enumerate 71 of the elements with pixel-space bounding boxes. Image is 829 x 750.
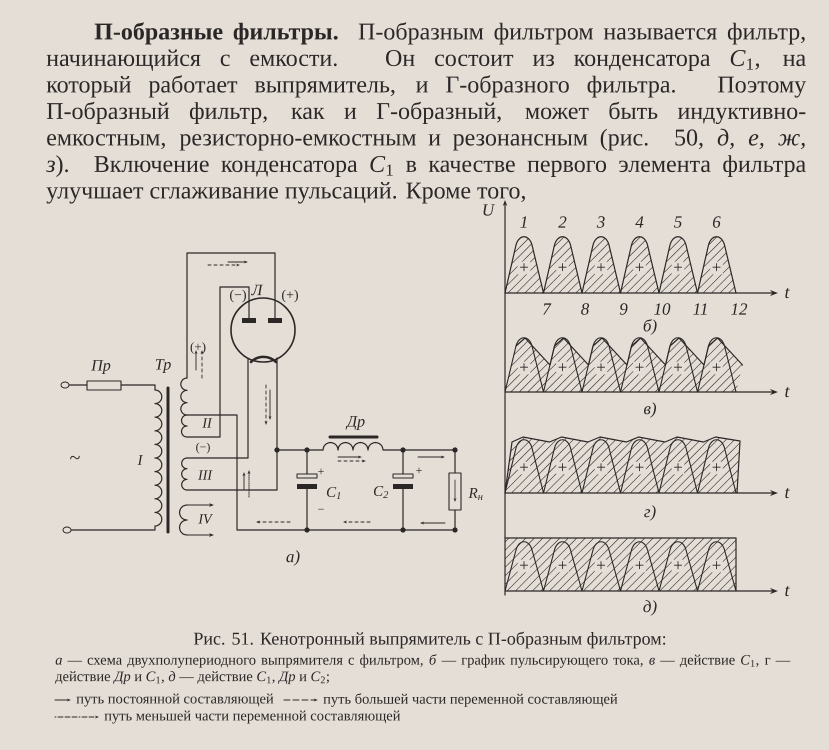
plus-sign: + [710,262,723,274]
plus-sign: + [556,362,569,374]
polarity-sign: + [416,468,422,474]
axis-label: t [785,288,790,298]
component-label: Л [251,284,264,296]
polarity-label: (+) [190,342,206,354]
plus-sign: + [556,262,569,274]
winding-label: I [137,455,144,465]
plus-sign: + [518,560,530,572]
pulse-number: 2 [558,216,566,228]
panel-label: б) [644,319,657,335]
plus-sign: + [672,262,684,274]
winding-label: II [202,418,212,428]
legend-text: путь меньшей части переменной составляющей [104,710,400,724]
plus-sign: + [594,560,608,572]
panel-label: д) [643,600,657,616]
legend-text: путь постоянной составляющей [76,693,274,707]
plus-sign: + [672,362,684,374]
component-label: Пр [91,360,110,374]
plus-sign: + [710,462,723,474]
component-label: C$_{2}$ [374,486,388,498]
plus-sign: + [518,462,530,474]
component-label: Др [346,416,365,430]
pulse-number: 12 [731,303,748,315]
panel-label: а) [286,550,300,566]
plus-sign: + [633,362,646,374]
pulse-number: 8 [581,303,590,315]
plus-sign: + [518,262,530,274]
plus-sign: + [672,560,684,572]
pulse-number: 6 [712,216,721,228]
component-label: C$_{1}$ [326,486,340,500]
axis-label: U [483,204,496,216]
figure-caption: Рис. 51. Кенотронный выпрямитель с П-образным фильтром: [194,632,666,648]
pulse-number: 10 [654,303,670,315]
plus-sign: + [633,462,646,474]
component-label: Тр [156,359,171,373]
pulse-number: 4 [635,216,644,228]
polarity-sign: − [318,508,324,510]
caption-text: а — схема двухполупериодного выпрямителя с фильтром, б — график пульсирующего тока, в — действие C$_{1}$, г — действие Др и C$_{1}$, д — действие C$_{1}$, Др и C$_{2}$; [55,654,790,684]
plus-sign: + [556,462,569,474]
ac-symbol: ~ [70,456,80,460]
legend-text: путь большей части переменной составляющей [323,693,618,707]
axis-label: t [785,586,790,596]
axis-label: t [785,488,790,498]
axis-label: t [785,386,790,398]
body-paragraph: П-образные фильтры. П-образным фильтром называется фильтр, начинающийся с емкости. Он состоит из конденсатора C$_{1}$, на который работает выпрямитель, и Г-образного фильтра. Поэтому П-образный фильтр, как и Г-образный, может быть индуктивно-емкостным, резисторно-емкостным и резонансным (рис. 50, д, е, ж, з). Включение конденсатора C$_{1}$ в качестве первого элемента фильтра улучшает сглаживание пульсаций. Кроме того, [46,22,806,204]
plus-sign: + [594,262,608,274]
polarity-label: (−) [196,442,210,454]
winding-label: IV [198,514,213,524]
polarity-sign: + [318,468,324,474]
plus-sign: + [633,560,646,572]
pulse-number: 3 [596,216,605,228]
pulse-number: 7 [543,303,552,315]
polarity-label: (+) [282,290,298,302]
panel-label: г) [644,505,656,521]
pulse-number: 11 [693,303,707,315]
plus-sign: + [556,560,569,572]
component-label: R$_{н}$ [468,488,483,500]
pulse-number: 1 [520,216,526,228]
plus-sign: + [633,262,646,274]
panel-label: в) [644,402,656,418]
plus-sign: + [518,362,530,374]
pulse-number: 9 [620,303,628,315]
winding-label: III [198,470,213,480]
plus-sign: + [672,462,684,474]
plus-sign: + [594,462,608,474]
polarity-label: (−) [230,290,246,302]
plus-sign: + [710,362,723,374]
plus-sign: + [594,362,608,374]
pulse-number: 5 [674,216,682,228]
plus-sign: + [710,560,723,572]
